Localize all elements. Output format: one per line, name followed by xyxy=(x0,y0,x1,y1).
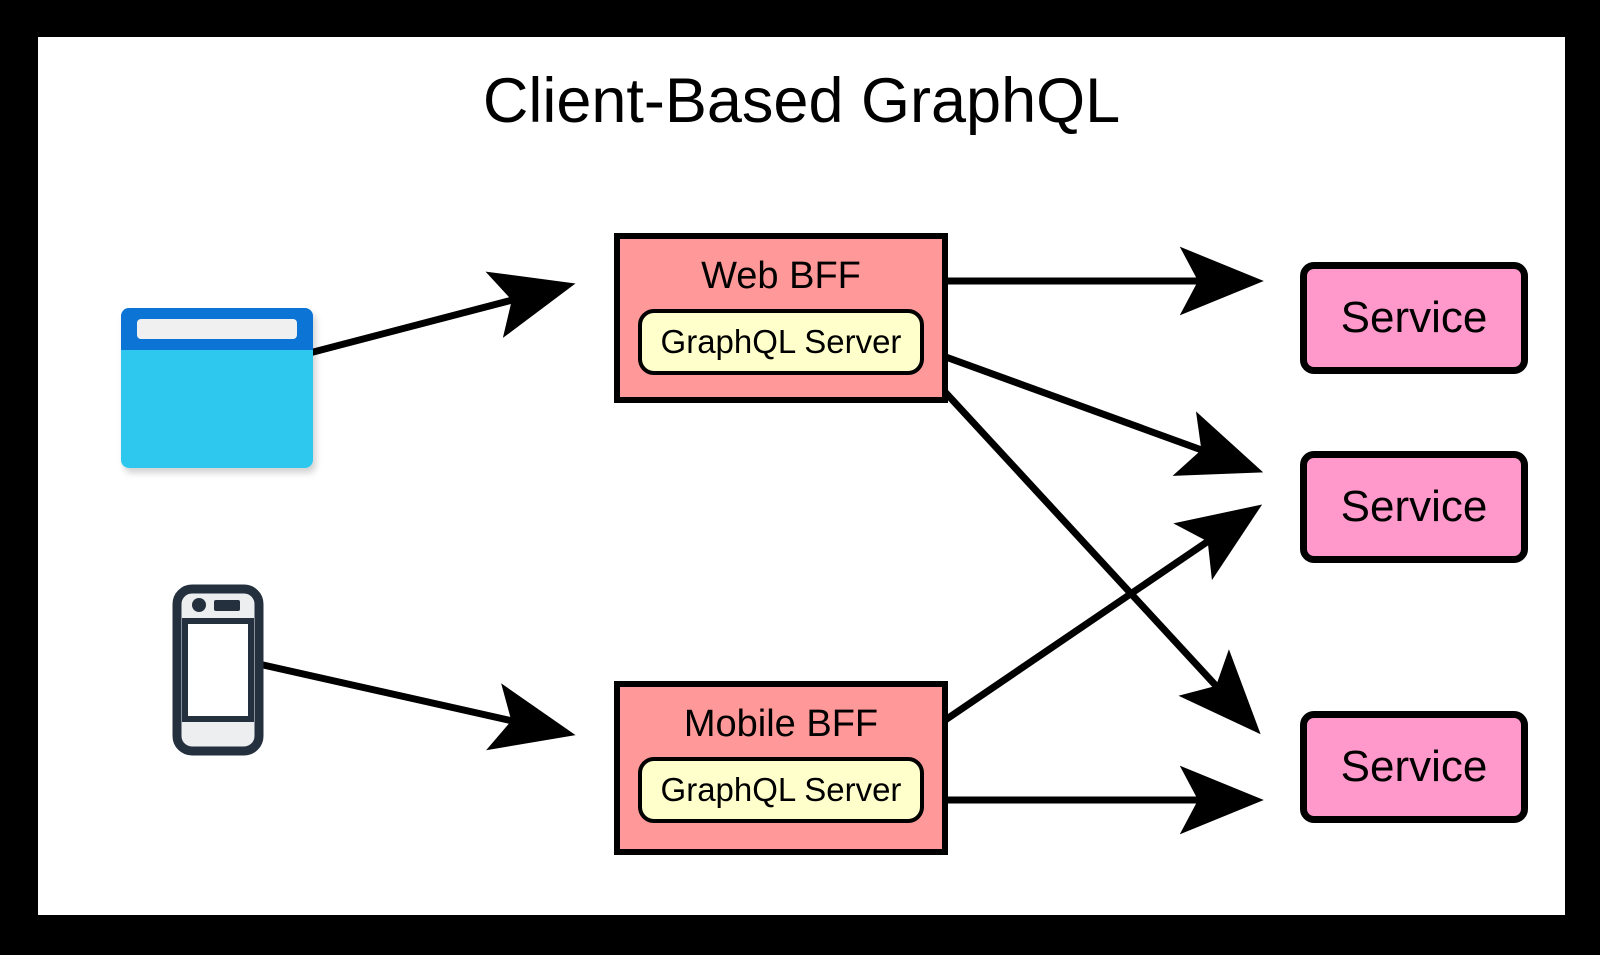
browser-titlebar xyxy=(121,308,313,350)
diagram-canvas: Client-Based GraphQL xyxy=(38,37,1565,915)
node-service-2[interactable]: Service xyxy=(1300,451,1528,563)
web-bff-title: Web BFF xyxy=(701,255,861,297)
node-service-1[interactable]: Service xyxy=(1300,262,1528,374)
node-mobile-bff[interactable]: Mobile BFF GraphQL Server xyxy=(614,681,948,855)
mobile-bff-title: Mobile BFF xyxy=(683,703,879,745)
browser-window-icon xyxy=(121,308,313,468)
page-title: Client-Based GraphQL xyxy=(482,66,1121,136)
phone-camera-icon xyxy=(192,598,206,612)
node-web-bff[interactable]: Web BFF GraphQL Server xyxy=(614,233,948,403)
web-bff-graphql-server[interactable]: GraphQL Server xyxy=(638,309,924,375)
edge-mobile-client-to-mobile-bff xyxy=(231,654,576,751)
phone-speaker-icon xyxy=(214,600,240,611)
browser-address-bar xyxy=(137,319,297,339)
edge-web-client-to-web-bff xyxy=(274,271,576,366)
phone-screen xyxy=(182,618,254,722)
mobile-bff-graphql-server[interactable]: GraphQL Server xyxy=(638,757,924,823)
edge-mobile-bff-to-service-2 xyxy=(908,504,1263,747)
node-service-3[interactable]: Service xyxy=(1300,711,1528,823)
edge-web-bff-to-service-2 xyxy=(908,340,1264,476)
browser-window-body xyxy=(121,350,313,468)
mobile-phone-icon xyxy=(172,584,264,756)
edge-web-bff-to-service-3 xyxy=(907,351,1261,735)
